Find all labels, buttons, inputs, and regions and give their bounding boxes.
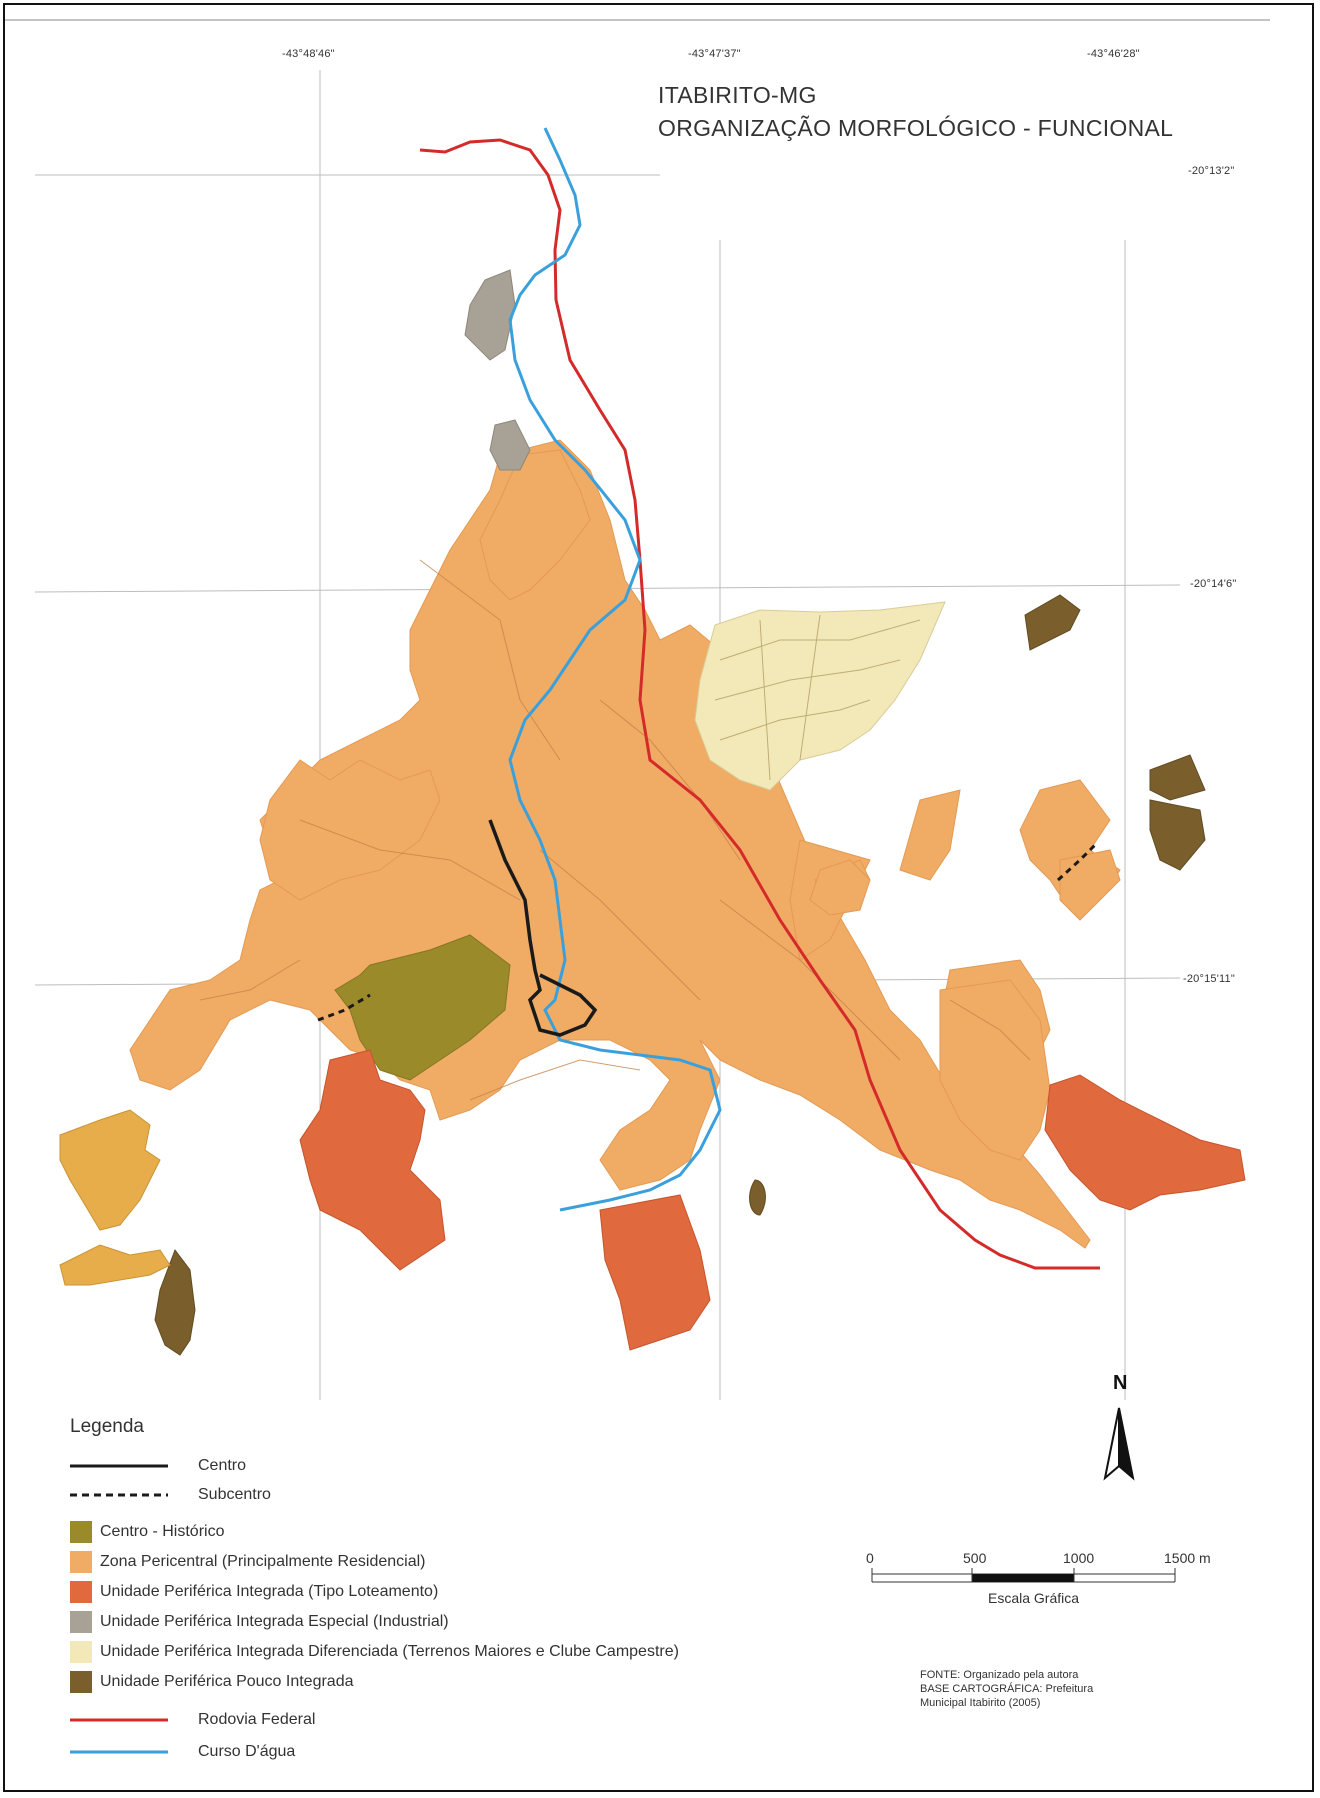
legend-item-subcentro: Subcentro xyxy=(70,1481,271,1509)
coord-lat-2: -20°14'6" xyxy=(1190,578,1237,590)
historico-main xyxy=(334,934,511,1081)
legend-swatch-loteamento xyxy=(70,1581,92,1603)
legend-label: Unidade Periférica Integrada (Tipo Lotea… xyxy=(100,1583,439,1600)
dif-street-3 xyxy=(719,699,871,741)
legend-swatch-pouco xyxy=(70,1671,92,1693)
street-5 xyxy=(469,1059,641,1101)
subcentro-west xyxy=(317,993,371,1022)
legend-label: Unidade Periférica Integrada Especial (I… xyxy=(100,1613,449,1630)
scale-tick-1500: 1500 m xyxy=(1164,1550,1211,1566)
legend-item-curso: Curso D'água xyxy=(70,1738,295,1766)
source-line-2: BASE CARTOGRÁFICA: Prefeitura xyxy=(920,1683,1094,1695)
street-3 xyxy=(599,699,741,861)
loteamento-east xyxy=(1044,1074,1246,1211)
legend-label: Unidade Periférica Pouco Integrada xyxy=(100,1673,354,1690)
legend-label: Centro xyxy=(198,1457,247,1474)
legend-swatch-historico xyxy=(70,1521,92,1543)
source-line-3: Municipal Itabirito (2005) xyxy=(920,1697,1041,1709)
diferenciada-streets xyxy=(714,614,921,781)
industrial-zone xyxy=(464,269,531,471)
legend-label: Subcentro xyxy=(198,1486,271,1503)
legend-item-centro: Centro xyxy=(70,1452,246,1480)
pericentral-blob xyxy=(809,859,871,916)
industrial-south xyxy=(489,419,531,471)
north-label: N xyxy=(1113,1372,1128,1394)
pouco-integrada-zone xyxy=(154,594,1206,1356)
scale-bar xyxy=(871,1568,1176,1583)
source-line-1: FONTE: Organizado pela autora xyxy=(920,1669,1079,1681)
diferenciada-main xyxy=(694,601,946,791)
map-title: ITABIRITO-MG xyxy=(658,82,817,108)
diferenciada-zone xyxy=(694,601,946,791)
street-4 xyxy=(539,849,701,1001)
pouco-east-1 xyxy=(1149,754,1206,801)
pericentral-west-lobe xyxy=(259,759,441,901)
legend-swatch-industrial xyxy=(70,1611,92,1633)
legend-item-historico: Centro - Histórico xyxy=(70,1518,224,1546)
dif-street-2 xyxy=(714,659,901,701)
coord-lon-3: -43°46'28" xyxy=(1087,48,1140,60)
centro-historico-zone xyxy=(334,934,511,1081)
pericentral-north xyxy=(479,449,591,601)
street-2 xyxy=(299,819,521,901)
coord-lat-3: -20°15'11" xyxy=(1183,973,1235,985)
centro-line xyxy=(488,819,598,1037)
coord-lat-1: -20°13'2" xyxy=(1188,165,1235,177)
street-1 xyxy=(419,559,561,761)
west-cluster-2 xyxy=(59,1244,171,1286)
scale-caption: Escala Gráfica xyxy=(988,1590,1080,1606)
legend-item-diferenciada: Unidade Periférica Integrada Diferenciad… xyxy=(70,1638,679,1666)
pouco-sw xyxy=(154,1248,196,1356)
west-cluster-1 xyxy=(59,1109,161,1231)
legend-item-pouco: Unidade Periférica Pouco Integrada xyxy=(70,1668,354,1696)
legend-label: Zona Pericentral (Principalmente Residen… xyxy=(100,1553,426,1570)
rodovia-federal xyxy=(419,138,1100,1270)
curso-dagua xyxy=(508,127,722,1212)
west-clusters xyxy=(59,1109,171,1286)
legend-swatch-diferenciada xyxy=(70,1641,92,1663)
pericentral-far-east-2 xyxy=(1059,849,1121,921)
dif-street-5 xyxy=(799,614,821,761)
zona-pericentral xyxy=(129,439,1121,1249)
legend-swatch-pericentral xyxy=(70,1551,92,1573)
subcentro-lines xyxy=(317,843,1097,1022)
legend-curso-symbol xyxy=(70,1750,168,1754)
coord-lon-1: -43°48'46" xyxy=(282,48,335,60)
scale-tick-0: 0 xyxy=(866,1550,874,1566)
coord-lon-2: -43°47'37" xyxy=(688,48,741,60)
pouco-ne xyxy=(1024,594,1081,651)
pouco-south-oval xyxy=(749,1179,766,1216)
legend-label: Curso D'água xyxy=(198,1743,296,1760)
legend-centro-symbol xyxy=(70,1464,168,1468)
north-arrow-icon xyxy=(1103,1407,1135,1481)
pericentral-east-3 xyxy=(899,789,961,881)
dif-street-4 xyxy=(759,619,771,781)
legend-item-pericentral: Zona Pericentral (Principalmente Residen… xyxy=(70,1548,425,1576)
legend-label: Centro - Histórico xyxy=(100,1523,225,1540)
legend-item-rodovia: Rodovia Federal xyxy=(70,1706,315,1734)
street-6 xyxy=(719,899,901,1061)
legend-title: Legenda xyxy=(70,1416,144,1437)
street-7 xyxy=(199,959,301,1001)
loteamento-south xyxy=(599,1194,711,1351)
industrial-north xyxy=(464,269,516,361)
pouco-east-2 xyxy=(1149,799,1206,871)
scale-tick-500: 500 xyxy=(963,1550,987,1566)
scale-tick-1000: 1000 xyxy=(1063,1550,1095,1566)
source-note: FONTE: Organizado pela autora BASE CARTO… xyxy=(920,1668,1170,1710)
loteamento-zone xyxy=(299,1049,1246,1351)
pericentral-se-big xyxy=(939,979,1051,1161)
street-8 xyxy=(949,999,1031,1061)
dif-street-1 xyxy=(719,619,921,661)
street-network xyxy=(199,559,1031,1101)
legend-label: Rodovia Federal xyxy=(198,1711,316,1728)
legend-label: Unidade Periférica Integrada Diferenciad… xyxy=(100,1643,679,1660)
map-subtitle: ORGANIZAÇÃO MORFOLÓGICO - FUNCIONAL xyxy=(658,115,1174,141)
legend-item-industrial: Unidade Periférica Integrada Especial (I… xyxy=(70,1608,449,1636)
legend-item-loteamento: Unidade Periférica Integrada (Tipo Lotea… xyxy=(70,1578,438,1606)
legend-subcentro-symbol xyxy=(70,1493,168,1497)
legend-rodovia-symbol xyxy=(70,1718,168,1722)
loteamento-west xyxy=(299,1049,446,1271)
